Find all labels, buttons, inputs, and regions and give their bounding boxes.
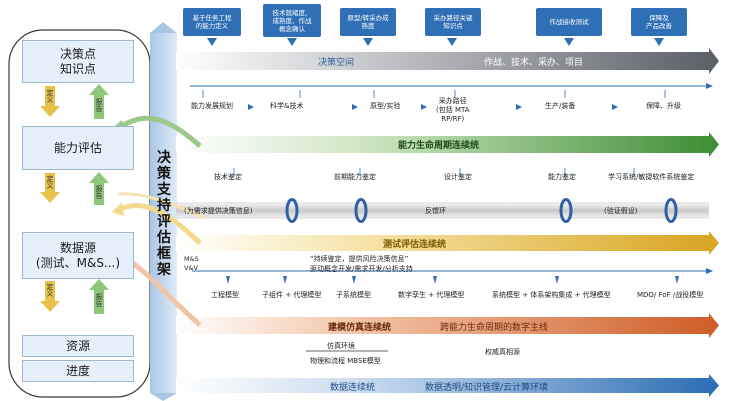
phase-ticks — [202, 90, 666, 176]
test-eval-band-label: 测试评估连续统 — [383, 240, 447, 250]
left-box-decision-points: 决策点 知识点 — [22, 40, 134, 83]
top-box-arrows — [207, 38, 664, 46]
left-panel-arrows — [40, 84, 109, 314]
left-box-data-sources: 数据源 (测试、M&S...) — [22, 232, 134, 279]
test-eval-subtext: 驱动概念开发/需求开发/分析支持 — [310, 265, 413, 273]
model-arrows — [226, 276, 679, 284]
phase-timeline-arrowhead — [706, 83, 713, 89]
report-label-1: 报告 — [95, 98, 103, 112]
data-environment-label: 数据透明/知识管理/云计算环境 — [425, 383, 549, 393]
report-label-2: 报告 — [95, 185, 103, 199]
model-digital-twin: 数字孪生 + 代理模型 — [398, 291, 465, 299]
feedback-left-label: (为需求提供决策信息) — [184, 207, 253, 215]
phase-science-tech: 科学&技术 — [270, 102, 304, 110]
data-band-arrowhead — [709, 374, 719, 397]
phase-production: 生产/装备 — [545, 102, 576, 110]
test-eval-band — [176, 235, 709, 251]
phase-acquisition-path: 采办路径 (包括 MTA RP/RF) — [436, 97, 470, 123]
capability-band — [176, 136, 709, 153]
assessment-early-capability: 前期能力鉴定 — [334, 173, 376, 181]
define-label-2: 定义 — [46, 175, 54, 189]
test-eval-arrowhead — [709, 231, 719, 255]
model-engineering: 工程模型 — [211, 291, 239, 299]
phase-chevrons — [248, 104, 618, 110]
assessment-learning-systems: 学习系统/敏捷软件系统鉴定 — [608, 173, 695, 181]
mbse-label: 物理和流程 MBSE模型 — [310, 357, 381, 365]
assessment-design: 设计鉴定 — [444, 173, 472, 181]
modeling-sim-band-label: 建模仿真连续统 — [328, 323, 392, 333]
modeling-sim-arrowhead — [709, 313, 719, 338]
assessment-capability: 能力鉴定 — [548, 173, 576, 181]
authoritative-source-label: 权威真相源 — [485, 348, 520, 356]
phase-capability-planning: 能力发展规划 — [191, 102, 233, 110]
feedback-rings — [285, 198, 678, 223]
decision-space-arrowhead — [709, 48, 719, 74]
framework-bar-arrow-up — [150, 22, 177, 33]
test-eval-quote: “持续鉴定，提供风险决策信息” — [310, 255, 409, 263]
modeling-sim-band — [176, 317, 709, 334]
phase-prototype: 原型/实验 — [370, 102, 401, 110]
feedback-loop-label: 反馈环 — [425, 207, 446, 215]
define-label-1: 定义 — [46, 89, 54, 103]
model-system-architecture: 系统模型 + 体系架构集成 + 代理模型 — [492, 291, 611, 299]
model-timeline-arrowhead — [706, 268, 713, 274]
feedback-right-label: (验证假设) — [604, 207, 638, 215]
top-box-capability-definition: 基于任务工程 的能力定义 — [183, 8, 241, 36]
define-label-3: 定义 — [46, 283, 54, 297]
framework-bar-arrow-down — [150, 393, 177, 401]
simulation-environment-label: 仿真环境 — [327, 342, 355, 350]
top-box-prototype-maturity: 原型/转采办成 熟度 — [340, 8, 396, 36]
model-subsystem: 子系统模型 — [336, 291, 371, 299]
capability-band-label: 能力生命周期连续统 — [398, 141, 480, 151]
phase-sustainment: 保障、升级 — [646, 102, 681, 110]
left-box-resources: 资源 — [22, 335, 134, 357]
capability-band-arrowhead — [709, 132, 719, 157]
left-box-schedule: 进度 — [22, 360, 134, 382]
model-subcomponent: 子组件 + 代理模型 — [262, 291, 322, 299]
decision-space-band — [176, 52, 709, 70]
top-box-operational-test: 作战接收测试 — [536, 8, 602, 36]
data-band-label: 数据连续统 — [330, 383, 376, 393]
msvv-label: M&S V&V — [184, 255, 199, 272]
left-box-capability-assessment: 能力评估 — [22, 126, 134, 170]
digital-thread-label: 跨能力生命周期的数字主线 — [440, 323, 549, 333]
top-box-sustainment: 保障及 产品改善 — [631, 8, 687, 36]
report-label-3: 报告 — [95, 293, 103, 307]
assessment-technical: 技术鉴定 — [214, 173, 242, 181]
top-box-acquisition-knowledge: 采办路径关键 知识点 — [425, 8, 481, 36]
decision-space-label: 决策空间 — [318, 58, 355, 68]
top-box-tech-readiness: 技术就绪度、 成熟度、作战 概念确认 — [263, 4, 321, 37]
decision-space-domains: 作战、技术、采办、项目 — [484, 58, 584, 68]
feedback-pipe — [176, 203, 709, 218]
data-band — [176, 378, 709, 393]
framework-label: 决策支持评估框架 — [157, 150, 171, 278]
model-mdo-fof: MDO/ FoF /战役模型 — [637, 291, 704, 299]
